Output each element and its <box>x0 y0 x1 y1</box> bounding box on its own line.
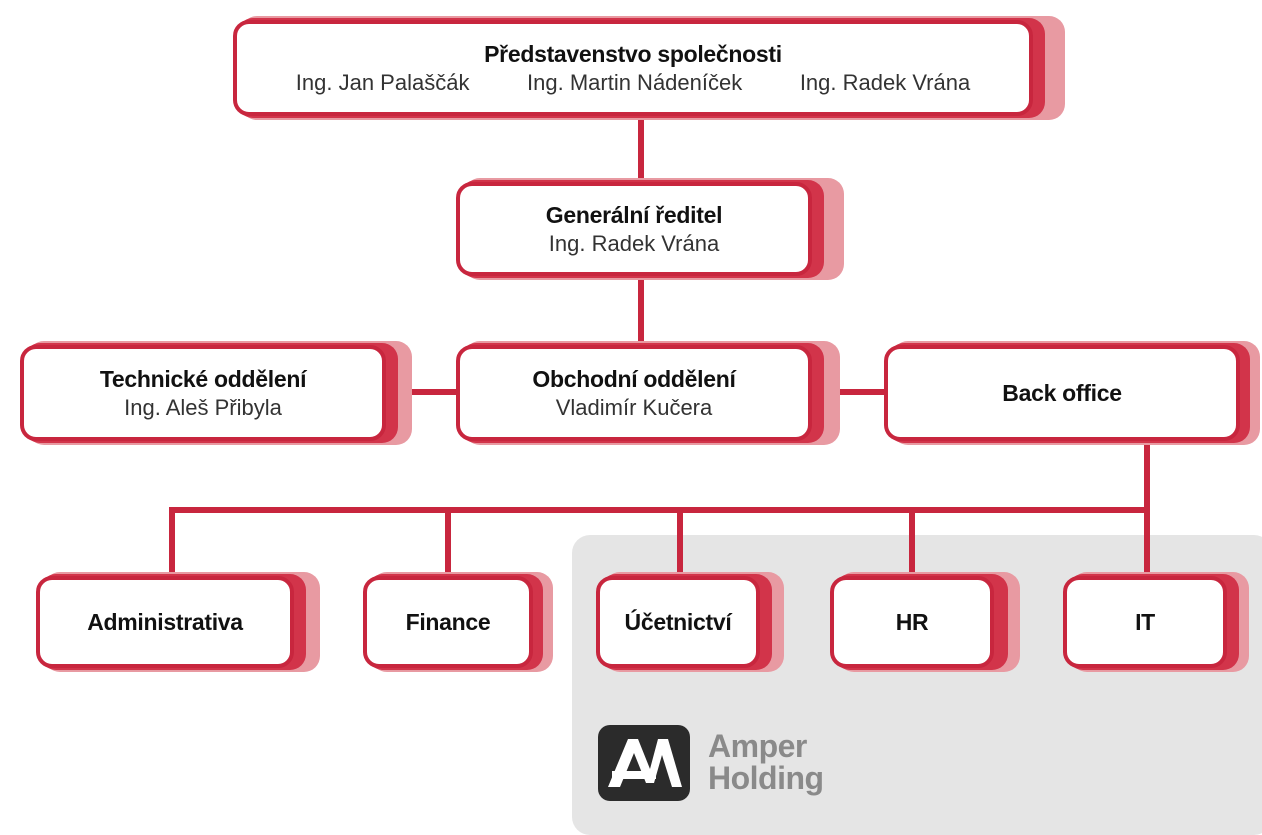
back-office-node: Back office <box>884 341 1260 445</box>
unit-it-node: IT <box>1063 572 1249 672</box>
unit-ucetnictvi-label: Účetnictví <box>624 608 732 635</box>
technical-department-title: Technické oddělení <box>99 365 307 392</box>
amper-holding-logo-icon <box>598 725 690 801</box>
technical-department-head: Ing. Aleš Přibyla <box>124 394 282 420</box>
board-member: Ing. Jan Palaščák <box>295 69 470 95</box>
unit-hr-label: HR <box>895 608 929 635</box>
unit-finance-label: Finance <box>405 608 491 635</box>
unit-it-label: IT <box>1135 608 1155 635</box>
board-member: Ing. Radek Vrána <box>799 69 971 95</box>
ceo-node: Generální ředitel Ing. Radek Vrána <box>456 178 844 280</box>
logo-line1: Amper <box>708 728 807 764</box>
sales-department-head: Vladimír Kučera <box>555 394 713 420</box>
technical-department-node: Technické oddělení Ing. Aleš Přibyla <box>20 341 412 445</box>
unit-hr-node: HR <box>830 572 1020 672</box>
board-title: Představenstvo společnosti <box>484 40 782 67</box>
amper-holding-wordmark: Amper Holding <box>708 730 824 794</box>
sales-department-title: Obchodní oddělení <box>532 365 736 392</box>
ceo-title: Generální ředitel <box>545 201 723 228</box>
back-office-title: Back office <box>1002 379 1122 406</box>
board-node: Představenstvo společnosti Ing. Jan Pala… <box>233 16 1065 120</box>
unit-ucetnictvi-node: Účetnictví <box>596 572 784 672</box>
board-members: Ing. Jan Palaščák Ing. Martin Nádeníček … <box>237 70 1029 96</box>
ceo-name: Ing. Radek Vrána <box>548 230 720 256</box>
unit-finance-node: Finance <box>363 572 553 672</box>
ah-monogram-icon <box>608 739 682 787</box>
unit-administrativa-node: Administrativa <box>36 572 320 672</box>
unit-administrativa-label: Administrativa <box>87 608 243 635</box>
logo-line2: Holding <box>708 760 824 796</box>
board-member: Ing. Martin Nádeníček <box>527 69 743 95</box>
sales-department-node: Obchodní oddělení Vladimír Kučera <box>456 341 840 445</box>
